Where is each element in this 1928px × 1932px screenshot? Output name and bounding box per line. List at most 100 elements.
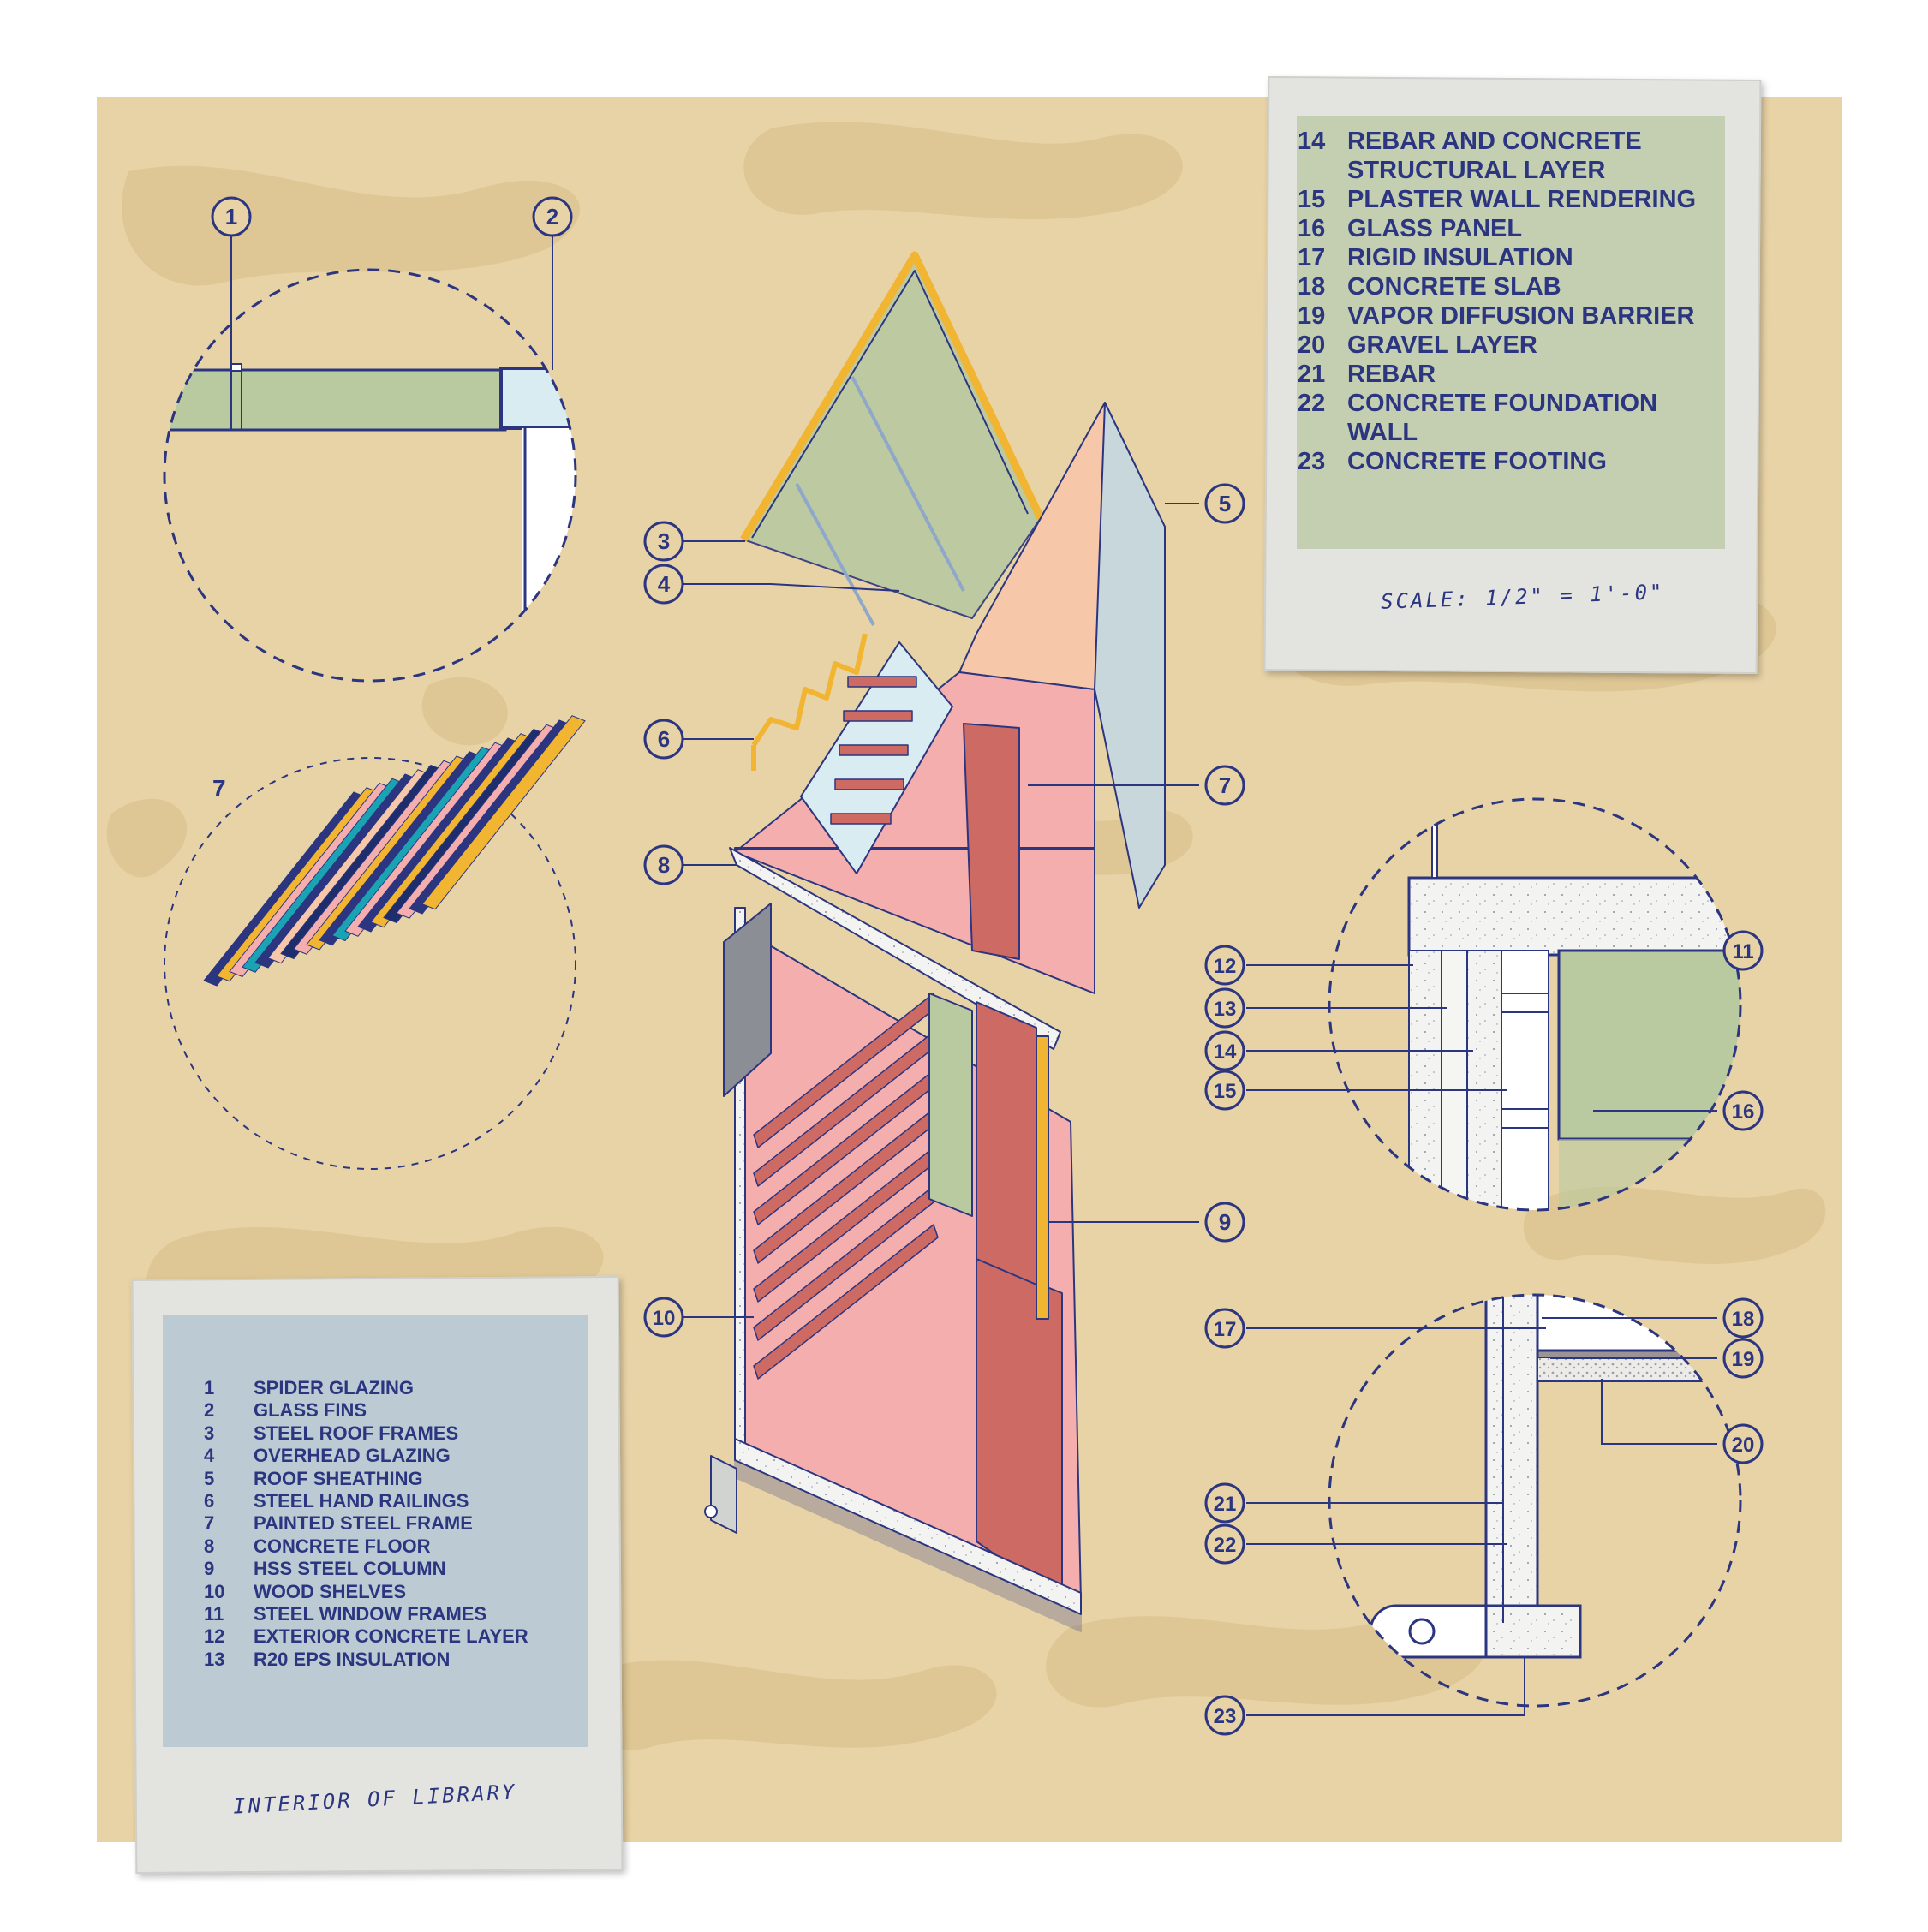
callout-9: 9 <box>1204 1202 1245 1243</box>
callout-circle <box>1204 1202 1245 1243</box>
callout-number: 7 <box>1219 772 1231 798</box>
legend-top-item-label: GLASS PANEL <box>1347 215 1523 242</box>
legend-bottom-item: 13 R20 EPS INSULATION <box>204 1649 564 1671</box>
callout-5: 5 <box>1204 483 1245 524</box>
steel-frame-stripe <box>421 715 586 910</box>
callout-23: 23 <box>1204 1695 1245 1736</box>
legend-pane-top <box>1297 116 1725 549</box>
legend-bottom-item-number: 13 <box>204 1648 225 1670</box>
callout-number: 1 <box>225 204 237 230</box>
callout-circle <box>1204 765 1245 806</box>
legend-bottom-item-number: 11 <box>204 1603 224 1625</box>
legend-bottom-item-label: ROOF SHEATHING <box>254 1467 423 1489</box>
callout-7: 7 <box>1204 765 1245 806</box>
legend-bottom-item-number: 4 <box>204 1445 215 1467</box>
callout-8: 8 <box>643 844 684 886</box>
callout-circle <box>1204 1308 1245 1349</box>
callout-number: 18 <box>1732 1308 1755 1331</box>
callout-number: 16 <box>1732 1100 1755 1124</box>
legend-top-item-label: RIGID INSULATION <box>1347 244 1573 271</box>
legend-top-item-label: CONCRETE FOOTING <box>1347 448 1607 475</box>
callout-11: 11 <box>1722 930 1764 971</box>
callout-circle <box>643 1297 684 1338</box>
legend-bottom-item-label: STEEL ROOF FRAMES <box>254 1422 459 1444</box>
callout-circle <box>1204 1695 1245 1736</box>
callout-17: 17 <box>1204 1308 1245 1349</box>
detail-label-7: 7 <box>212 775 226 802</box>
callout-circle <box>211 196 252 237</box>
legend-bottom-item-number: 8 <box>204 1535 215 1557</box>
legend-bottom-item-number: 10 <box>204 1580 225 1602</box>
legend-bottom-item-number: 12 <box>204 1625 225 1648</box>
callout-6: 6 <box>643 719 684 760</box>
legend-top-item-label: REBAR <box>1347 361 1436 388</box>
callout-number: 5 <box>1219 491 1231 516</box>
detail-circle-wall-section <box>1328 797 1742 1212</box>
legend-bottom-item-label: OVERHEAD GLAZING <box>254 1445 451 1467</box>
legend-bottom-item: 12 EXTERIOR CONCRETE LAYER <box>204 1625 564 1648</box>
legend-top-item: 14 REBAR AND CONCRETE STRUCTURAL LAYER <box>1298 127 1734 185</box>
legend-bottom-item-number: 1 <box>204 1377 215 1398</box>
detail-circle-spider-glazing <box>163 268 577 683</box>
callout-18: 18 <box>1722 1297 1764 1339</box>
callout-12: 12 <box>1204 945 1245 986</box>
detail-circle-foundation <box>1328 1293 1742 1708</box>
callout-2: 2 <box>532 196 573 237</box>
callout-circle <box>1204 987 1245 1029</box>
legend-bottom-item-label: R20 EPS INSULATION <box>254 1648 451 1670</box>
legend-top-item-label: CONCRETE FOUNDATION WALL <box>1347 390 1657 446</box>
callout-22: 22 <box>1204 1524 1245 1565</box>
callout-number: 3 <box>658 528 670 554</box>
callout-circle <box>1722 1090 1764 1131</box>
legend-bottom-item-label: PAINTED STEEL FRAME <box>254 1512 473 1535</box>
callout-number: 15 <box>1214 1080 1237 1103</box>
callout-number: 17 <box>1214 1318 1237 1341</box>
callout-number: 4 <box>658 571 671 597</box>
callout-number: 6 <box>658 726 670 752</box>
callout-number: 2 <box>546 204 558 230</box>
legend-bottom-item-label: STEEL WINDOW FRAMES <box>254 1603 487 1625</box>
callout-circle <box>1204 1482 1245 1524</box>
callout-15: 15 <box>1204 1070 1245 1111</box>
callout-4: 4 <box>643 564 684 605</box>
callout-circle <box>1204 1070 1245 1111</box>
callout-circle <box>1722 1338 1764 1379</box>
callout-number: 14 <box>1214 1041 1237 1064</box>
callout-1: 1 <box>211 196 252 237</box>
callout-circle <box>1204 1030 1245 1071</box>
callout-13: 13 <box>1204 987 1245 1029</box>
legend-pane-bottom <box>163 1315 588 1747</box>
detail-circle-painted-steel-frame: 7 <box>164 715 586 1170</box>
callout-circle <box>1722 1297 1764 1339</box>
callout-number: 23 <box>1214 1705 1237 1728</box>
legend-top-item-label: PLASTER WALL RENDERING <box>1347 186 1697 213</box>
callout-21: 21 <box>1204 1482 1245 1524</box>
legend-top-item-number: 14 <box>1298 128 1326 155</box>
callout-circle <box>643 844 684 886</box>
callout-number: 10 <box>653 1307 676 1330</box>
legend-top-item: 15 PLASTER WALL RENDERING <box>1298 185 1734 214</box>
legend-top-item-label: CONCRETE SLAB <box>1347 273 1561 301</box>
callout-19: 19 <box>1722 1338 1764 1379</box>
legend-bottom-item-label: EXTERIOR CONCRETE LAYER <box>254 1625 528 1648</box>
legend-bottom-item-label: HSS STEEL COLUMN <box>254 1558 446 1580</box>
callout-number: 11 <box>1732 940 1753 963</box>
legend-top-item-number: 22 <box>1298 390 1326 417</box>
legend-top-item: 22 CONCRETE FOUNDATION WALL <box>1298 389 1734 447</box>
legend-top-item-number: 15 <box>1298 186 1326 213</box>
callout-circle <box>1204 945 1245 986</box>
callout-circle <box>643 521 684 562</box>
legend-top-item-label: REBAR AND CONCRETE STRUCTURAL LAYER <box>1347 128 1642 184</box>
legend-bottom-item: 11 STEEL WINDOW FRAMES <box>204 1603 564 1625</box>
